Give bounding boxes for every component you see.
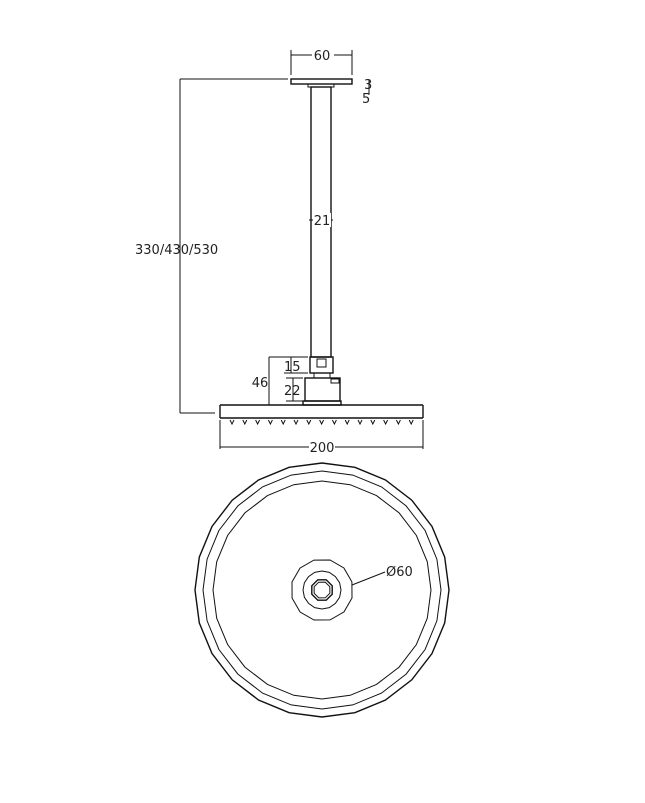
nozzle [306, 419, 312, 426]
nozzle [395, 419, 401, 426]
dimension-lines [179, 50, 424, 586]
label-arm-diameter: 21 [314, 214, 331, 229]
nozzle [229, 419, 235, 426]
side-view [219, 78, 424, 426]
label-plate-width: 60 [314, 49, 331, 64]
nozzle [255, 419, 261, 426]
label-plate-thickness: 5 [362, 92, 370, 107]
nut-collar [313, 372, 331, 379]
head-middle-ring [202, 470, 442, 710]
label-arm-length: 330/430/530 [135, 243, 218, 258]
center-collar [302, 570, 342, 610]
nozzle [267, 419, 273, 426]
label-center-diameter: Ø60 [386, 565, 413, 580]
label-nut-height: 15 [284, 360, 301, 375]
head-inner-ring [212, 480, 432, 700]
nozzle [331, 419, 337, 426]
nozzle [293, 419, 299, 426]
head-outer-ring [194, 462, 450, 718]
connector-body [304, 377, 341, 402]
nozzle [383, 419, 389, 426]
label-plate-thickness-top: 3 [364, 78, 372, 93]
nozzle [242, 419, 248, 426]
nozzle [280, 419, 286, 426]
nozzle [370, 419, 376, 426]
center-nut-inner [313, 581, 331, 599]
label-body-height: 22 [284, 384, 301, 399]
label-connector-total: 46 [252, 376, 269, 391]
plan-view [194, 462, 450, 718]
label-head-width: 200 [310, 441, 335, 456]
dim-diameter-leader [351, 571, 386, 586]
nozzles [229, 419, 414, 426]
nozzle [344, 419, 350, 426]
center-nut [311, 579, 333, 601]
body-notch [330, 378, 340, 384]
dimension-labels: 60 3 5 21 330/430/530 46 15 22 200 Ø60 [135, 47, 413, 580]
center-flange [291, 559, 353, 621]
nut-notch [316, 358, 327, 368]
nozzle [319, 419, 325, 426]
nozzle [357, 419, 363, 426]
nozzle [408, 419, 414, 426]
ceiling-plate [290, 78, 353, 85]
